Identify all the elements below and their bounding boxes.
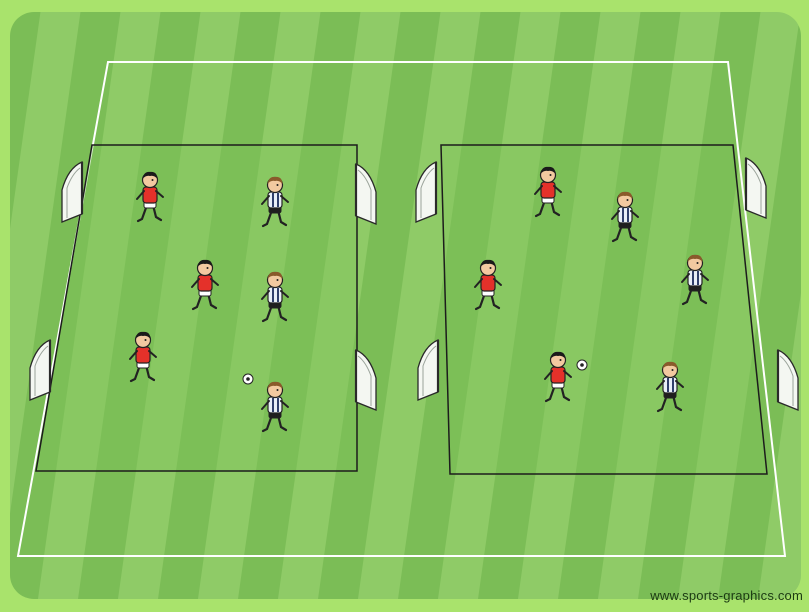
watermark-text: www.sports-graphics.com (650, 588, 803, 603)
soccer-ball (243, 374, 253, 384)
right-grid-area (441, 145, 767, 474)
soccer-ball (577, 360, 587, 370)
